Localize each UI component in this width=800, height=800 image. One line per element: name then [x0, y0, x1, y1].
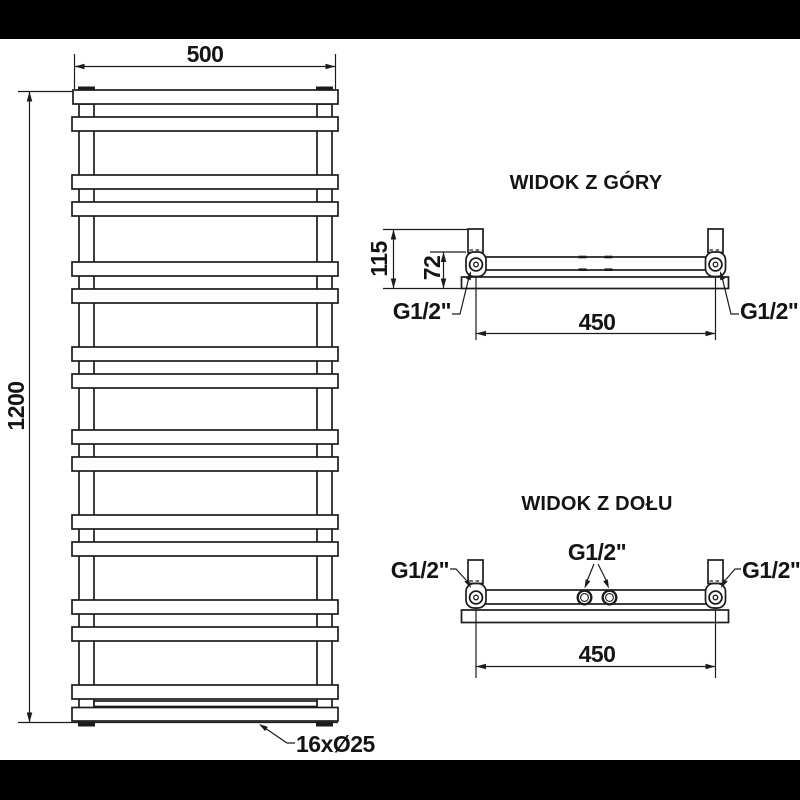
depth-dimension-label: 115 [366, 240, 392, 276]
rung-bar [71, 599, 339, 615]
arrowhead [74, 63, 85, 70]
arrowhead [705, 663, 716, 670]
rung-bar [71, 514, 339, 530]
connection-label-bottom-left: G1/2" [391, 557, 449, 583]
rung-bar [71, 373, 339, 389]
arrowhead [603, 579, 609, 589]
arrowhead [440, 278, 447, 289]
bracket-cap [78, 723, 95, 727]
connection-label-top-right: G1/2" [740, 298, 798, 324]
wall-bracket [467, 228, 484, 254]
connection-port-center [473, 594, 479, 601]
rung-bar [71, 684, 339, 700]
rung-bars [71, 116, 339, 722]
rung-bar [71, 116, 339, 132]
connection-port [468, 257, 484, 272]
rung-bar [71, 626, 339, 642]
connection-port-center [712, 594, 719, 601]
arrowhead [476, 663, 486, 670]
top-bar [72, 89, 339, 105]
connection-callout-bottom-right: G1/2" [721, 557, 800, 588]
depth-dimension: 115 [366, 228, 468, 290]
axis-offset-dimension: 72 [419, 251, 466, 289]
bottom-view-title: WIDOK Z DOŁU [521, 493, 672, 515]
connection-port [708, 257, 723, 272]
rung-bar [71, 174, 339, 190]
arrowhead [325, 63, 336, 70]
top-view: WIDOK Z GÓRY 115 [366, 170, 799, 340]
connection-port-center [473, 261, 479, 268]
connection-callout-bottom-center: G1/2" [568, 539, 627, 589]
rung-bar [71, 541, 339, 557]
tube-count-callout: 16xØ25 [259, 724, 376, 757]
center-port [576, 589, 593, 606]
arrowhead [721, 579, 728, 588]
top-black-band [0, 0, 800, 39]
connection-spacing-dimension-bottom: 450 [475, 607, 717, 678]
connection-callout-top-left: G1/2" [393, 271, 471, 324]
arrowhead [26, 91, 33, 102]
connection-callout-top-right: G1/2" [720, 271, 799, 324]
bracket-cap [316, 723, 333, 727]
arrowhead [476, 330, 486, 337]
top-view-title: WIDOK Z GÓRY [510, 170, 663, 194]
arrowhead [464, 579, 471, 588]
rung-bar [71, 706, 339, 722]
collector-bar [475, 589, 717, 605]
connection-spacing-label-bottom: 450 [579, 641, 616, 667]
connection-callout-bottom-left: G1/2" [391, 557, 471, 588]
bottom-connector-tube [93, 700, 318, 708]
connection-spacing-label-top: 450 [579, 309, 616, 335]
width-dimension: 500 [73, 41, 337, 89]
panel-bar [460, 276, 730, 290]
connection-spacing-dimension-top: 450 [475, 277, 717, 340]
bracket-cap [316, 86, 333, 90]
arrowhead [440, 252, 447, 262]
arrowhead [26, 712, 33, 723]
arrowhead [259, 724, 268, 732]
center-port-inner [580, 593, 589, 602]
connection-port-center [712, 261, 719, 268]
arrowhead [390, 278, 397, 289]
panel-bar [460, 609, 730, 624]
rung-bar [71, 201, 339, 217]
bracket-caps [78, 86, 333, 727]
rung-bar [71, 261, 339, 277]
rung-bar [71, 456, 339, 472]
wall-bracket [467, 559, 484, 585]
bracket-cap [78, 86, 95, 90]
height-dimension-label: 1200 [3, 381, 29, 430]
connection-label-top-left: G1/2" [393, 298, 451, 324]
front-view: 500 1200 16xØ25 [3, 41, 376, 757]
collector-bar [475, 256, 717, 271]
rung-bar [71, 429, 339, 445]
rung-bar [71, 346, 339, 362]
width-dimension-label: 500 [187, 41, 224, 67]
arrowhead [466, 271, 471, 281]
axis-offset-dimension-label: 72 [419, 256, 445, 281]
arrowhead [720, 271, 725, 281]
connection-label-bottom-right: G1/2" [742, 557, 800, 583]
wall-bracket [707, 559, 724, 585]
tube-count-label: 16xØ25 [296, 731, 376, 757]
rung-bar [71, 288, 339, 304]
connection-label-bottom-center: G1/2" [568, 539, 626, 565]
bottom-view: WIDOK Z DOŁU G1/2" [391, 493, 800, 678]
connection-port [708, 590, 723, 605]
wall-bracket [707, 228, 724, 254]
bottom-black-band [0, 760, 800, 800]
hidden-port-marks [578, 255, 613, 271]
connection-port [468, 590, 484, 605]
arrowhead [584, 579, 591, 589]
center-port-inner [605, 593, 614, 602]
arrowhead [390, 229, 397, 240]
arrowhead [705, 330, 716, 337]
height-dimension: 1200 [3, 90, 73, 723]
center-port [601, 589, 618, 606]
